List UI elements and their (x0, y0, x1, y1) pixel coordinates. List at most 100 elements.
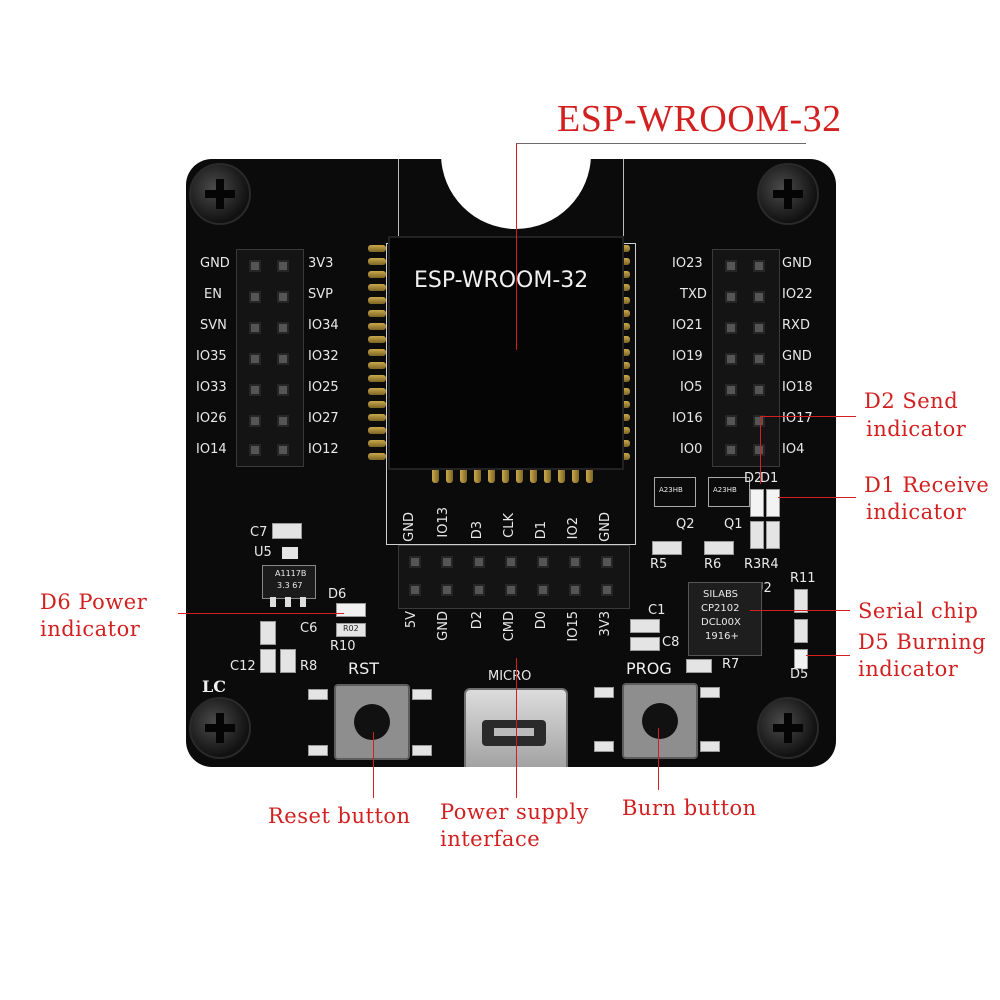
d2-callout: indicator (866, 417, 967, 441)
pin-label: D1 (534, 521, 549, 540)
pin-label: 3V3 (308, 256, 334, 271)
send-led (750, 489, 764, 517)
pin-label: IO25 (308, 380, 339, 395)
label-r11: R11 (790, 571, 816, 586)
screw-icon (757, 697, 819, 759)
pin-label: D2 (470, 611, 485, 630)
leader-line (760, 416, 856, 417)
regulator-tab (282, 547, 298, 559)
label-u5: U5 (254, 545, 272, 560)
pin-label: EN (204, 287, 222, 302)
burning-led (794, 649, 808, 669)
label-r3r4: R3R4 (744, 557, 779, 572)
pin-label: GND (782, 256, 812, 271)
label-rst: RST (348, 659, 380, 678)
capacitor (630, 637, 660, 651)
pogo-pins-bottom (432, 465, 593, 487)
label-r10: R10 (330, 639, 356, 654)
leader-line (750, 610, 850, 611)
leader-line (658, 728, 659, 790)
resistor (686, 659, 712, 673)
pin-label: IO0 (680, 442, 703, 457)
capacitor (630, 619, 660, 633)
d6-callout: D6 Power (40, 590, 148, 614)
pin-label: IO23 (672, 256, 703, 271)
pin-label: IO16 (672, 411, 703, 426)
receive-led (766, 489, 780, 517)
pin-label: IO14 (196, 442, 227, 457)
pin-label: IO27 (308, 411, 339, 426)
pin-label: GND (402, 512, 417, 542)
reset-callout: Reset button (268, 804, 411, 828)
label-c1: C1 (648, 603, 666, 618)
pin-label: CMD (502, 611, 517, 642)
pin-label: IO13 (436, 507, 451, 538)
resistor (704, 541, 734, 555)
pin-label: GND (782, 349, 812, 364)
screw-icon (757, 163, 819, 225)
label-micro: MICRO (488, 669, 532, 684)
pin-label: IO2 (566, 517, 581, 540)
resistor (794, 589, 808, 613)
screw-icon (189, 163, 251, 225)
label-r5: R5 (650, 557, 668, 572)
pin-label: IO12 (308, 442, 339, 457)
prog-button[interactable] (622, 683, 698, 759)
pin-label: GND (200, 256, 230, 271)
title: ESP-WROOM-32 (557, 98, 842, 140)
label-r8: R8 (300, 659, 318, 674)
resistor (794, 619, 808, 643)
pin-label: SVP (308, 287, 333, 302)
leader-line (806, 655, 850, 656)
label-c12: C12 (230, 659, 256, 674)
serial-callout: Serial chip (858, 599, 979, 623)
pin-label: IO19 (672, 349, 703, 364)
resistor (750, 521, 764, 549)
pin-label: IO4 (782, 442, 805, 457)
d5-callout: indicator (858, 657, 959, 681)
label-prog: PROG (626, 659, 672, 678)
d5-callout: D5 Burning (858, 630, 987, 654)
pin-label: RXD (782, 318, 810, 333)
leader-line (516, 658, 517, 798)
label-q2: Q2 (676, 517, 695, 532)
resistor: R02 (336, 623, 366, 637)
transistor-q1: A23HB (708, 477, 750, 507)
label-r6: R6 (704, 557, 722, 572)
pin-label: IO33 (196, 380, 227, 395)
resistor (766, 521, 780, 549)
resistor (652, 541, 682, 555)
title-underline (516, 143, 806, 144)
right-pin-header (712, 249, 780, 467)
pin-label: CLK (502, 513, 517, 538)
leader-line (516, 143, 517, 350)
label-d6: D6 (328, 587, 347, 602)
label-q1: Q1 (724, 517, 743, 532)
bottom-pin-header (398, 545, 630, 609)
burn-callout: Burn button (622, 796, 757, 820)
usb-serial-chip: SILABS CP2102 DCL00X 1916+ (688, 582, 762, 656)
pin-label: IO26 (196, 411, 227, 426)
pin-label: IO34 (308, 318, 339, 333)
module-label: ESP-WROOM-32 (414, 268, 589, 293)
label-r7: R7 (722, 657, 740, 672)
pin-label: IO15 (566, 611, 581, 642)
d6-callout: indicator (40, 617, 141, 641)
power-callout: interface (440, 827, 541, 851)
pin-label: IO17 (782, 411, 813, 426)
transistor-q2: A23HB (654, 477, 696, 507)
label-c7: C7 (250, 525, 268, 540)
pin-label: 3V3 (598, 611, 613, 637)
leader-line (778, 497, 856, 498)
pin-label: IO21 (672, 318, 703, 333)
label-d1: D1 (760, 471, 779, 486)
screw-icon (189, 697, 251, 759)
capacitor (260, 649, 276, 673)
capacitor (272, 523, 302, 539)
power-led (336, 603, 366, 617)
reset-button[interactable] (334, 684, 410, 760)
pogo-pins-left (368, 245, 390, 461)
label-d5: D5 (790, 667, 809, 682)
leader-line (178, 613, 344, 614)
left-pin-header (236, 249, 304, 467)
